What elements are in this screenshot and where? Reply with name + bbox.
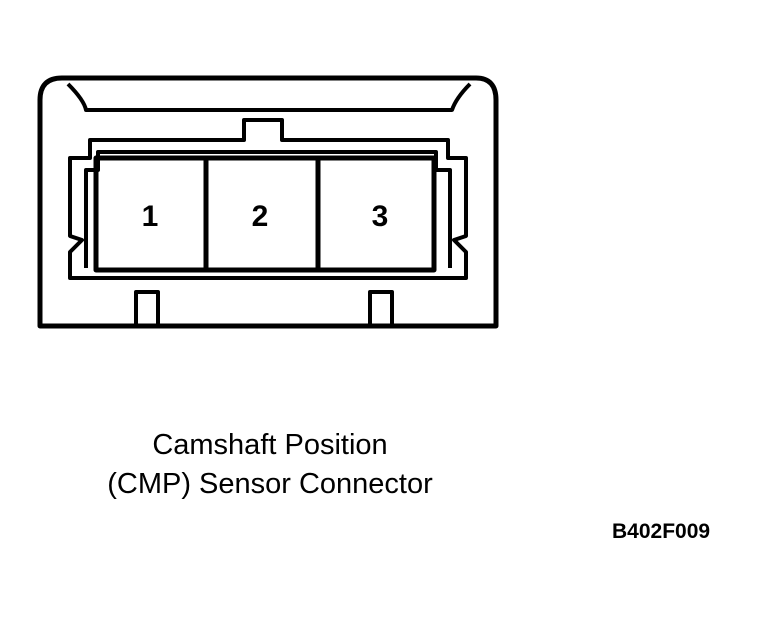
cavity-3 (315, 155, 437, 273)
connector-housing (37, 75, 499, 329)
diagram-caption: Camshaft Position (CMP) Sensor Connector (60, 426, 480, 504)
terminal-legs (134, 290, 394, 326)
caption-line-1: Camshaft Position (152, 429, 388, 461)
connector-inner-shell (68, 118, 468, 280)
terminal-leg-right (368, 290, 394, 326)
pin-label-3: 3 (372, 200, 389, 233)
figure-reference-code: B402F009 (612, 520, 711, 543)
pin-label-2: 2 (252, 200, 269, 233)
caption-line-2: (CMP) Sensor Connector (107, 468, 433, 500)
terminal-cavities: 1 2 3 (93, 155, 437, 273)
terminal-leg-left (134, 290, 160, 326)
pin-label-1: 1 (142, 200, 159, 233)
